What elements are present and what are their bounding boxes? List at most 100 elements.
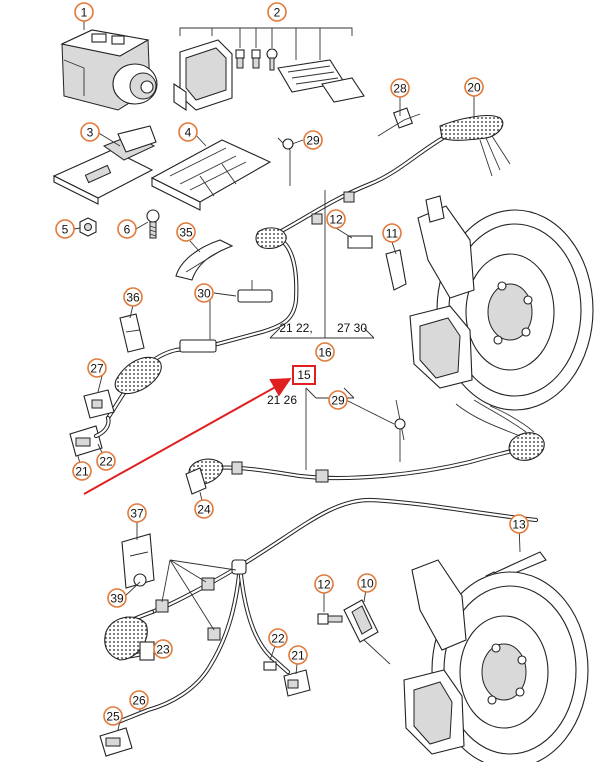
callout-11[interactable]: 11 [382,223,402,243]
callout-10[interactable]: 10 [357,573,377,593]
callout-label: 16 [318,346,332,360]
screw-lower [317,613,343,625]
callout-label: 4 [185,126,192,140]
callout-label: 5 [62,223,69,237]
group-15-refs: 21 26 [267,393,297,407]
callout-13[interactable]: 13 [509,514,529,534]
callout-circle [464,77,484,97]
callout-label: 30 [197,287,211,301]
callout-circle [72,461,92,481]
callout-label: 10 [360,577,374,591]
callout-circle [96,451,116,471]
callout-circle [328,390,348,410]
callout-circle [103,706,123,726]
callout-4[interactable]: 4 [178,122,198,142]
callout-circle [315,342,335,362]
screw-b [251,49,261,69]
callout-label: 29 [331,394,345,408]
callout-29[interactable]: 29 [303,130,323,150]
callout-12[interactable]: 12 [326,209,346,229]
callout-label: 35 [179,226,193,240]
callout-37[interactable]: 37 [127,503,147,523]
callout-39[interactable]: 39 [107,588,127,608]
abs-control-unit [60,29,158,111]
callout-circle [117,219,137,239]
callout-21[interactable]: 21 [288,645,308,665]
callout-circle [267,2,287,22]
callout-label: 36 [126,291,140,305]
middle-harness [185,399,545,495]
wheel-hub-lower [403,559,589,762]
callout-circle [194,499,214,519]
callout-circle [303,130,323,150]
nut [79,217,97,237]
callout-label: 27 [90,362,104,376]
callout-circle [80,122,100,142]
callout-circle [357,573,377,593]
callout-label: 13 [512,518,526,532]
group-16-refs-a: 21 22, [279,321,312,335]
callout-16[interactable]: 16 [315,342,335,362]
callout-27[interactable]: 27 [87,358,107,378]
callout-3[interactable]: 3 [80,122,100,142]
callout-label: 2 [274,6,281,20]
callout-label: 39 [110,592,124,606]
callout-label: 20 [467,81,481,95]
callout-circle [87,358,107,378]
callout-circle [74,2,94,22]
callout-label: 22 [271,632,285,646]
screw-c [266,48,278,71]
callout-label: 21 [75,465,89,479]
lower-harness [99,497,539,757]
callout-2[interactable]: 2 [267,2,287,22]
callout-6[interactable]: 6 [117,219,137,239]
callout-label: 3 [87,126,94,140]
cable-clip [175,239,234,281]
callout-label: 29 [306,134,320,148]
callout-label: 1 [81,6,88,20]
callout-label: 6 [124,223,131,237]
callout-30[interactable]: 30 [194,283,214,303]
control-module [52,125,157,205]
callout-25[interactable]: 25 [103,706,123,726]
callout-circle [127,503,147,523]
callout-1[interactable]: 1 [74,2,94,22]
callout-28[interactable]: 28 [390,78,410,98]
callout-label: 11 [386,227,399,241]
callout-5[interactable]: 5 [55,219,75,239]
callout-circle [129,690,149,710]
callout-label: 22 [99,455,113,469]
callout-circle [55,219,75,239]
callout-circle [509,514,529,534]
callout-22[interactable]: 22 [96,451,116,471]
callout-circle [176,222,196,242]
callout-circle [288,645,308,665]
callout-label: 12 [317,578,331,592]
callout-label: 37 [130,507,144,521]
callout-circle [194,283,214,303]
callout-circle [268,628,288,648]
callout-21[interactable]: 21 [72,461,92,481]
callout-circle [123,287,143,307]
callout-22[interactable]: 22 [268,628,288,648]
callout-23[interactable]: 23 [153,639,173,659]
upper-harness [105,107,511,421]
callout-label: 28 [393,82,407,96]
callout-35[interactable]: 35 [176,222,196,242]
callout-26[interactable]: 26 [129,690,149,710]
callout-circle [107,588,127,608]
callout-36[interactable]: 36 [123,287,143,307]
small-bracket [119,313,145,353]
callout-24[interactable]: 24 [194,499,214,519]
highlighted-part-15[interactable]: 15 [292,365,316,385]
part-15-label: 15 [297,368,311,382]
callout-29[interactable]: 29 [328,390,348,410]
callout-label: 21 [291,649,305,663]
highlight-arrow [83,378,292,495]
callout-circle [382,223,402,243]
callout-20[interactable]: 20 [464,77,484,97]
callout-12[interactable]: 12 [314,574,334,594]
callout-circle [390,78,410,98]
